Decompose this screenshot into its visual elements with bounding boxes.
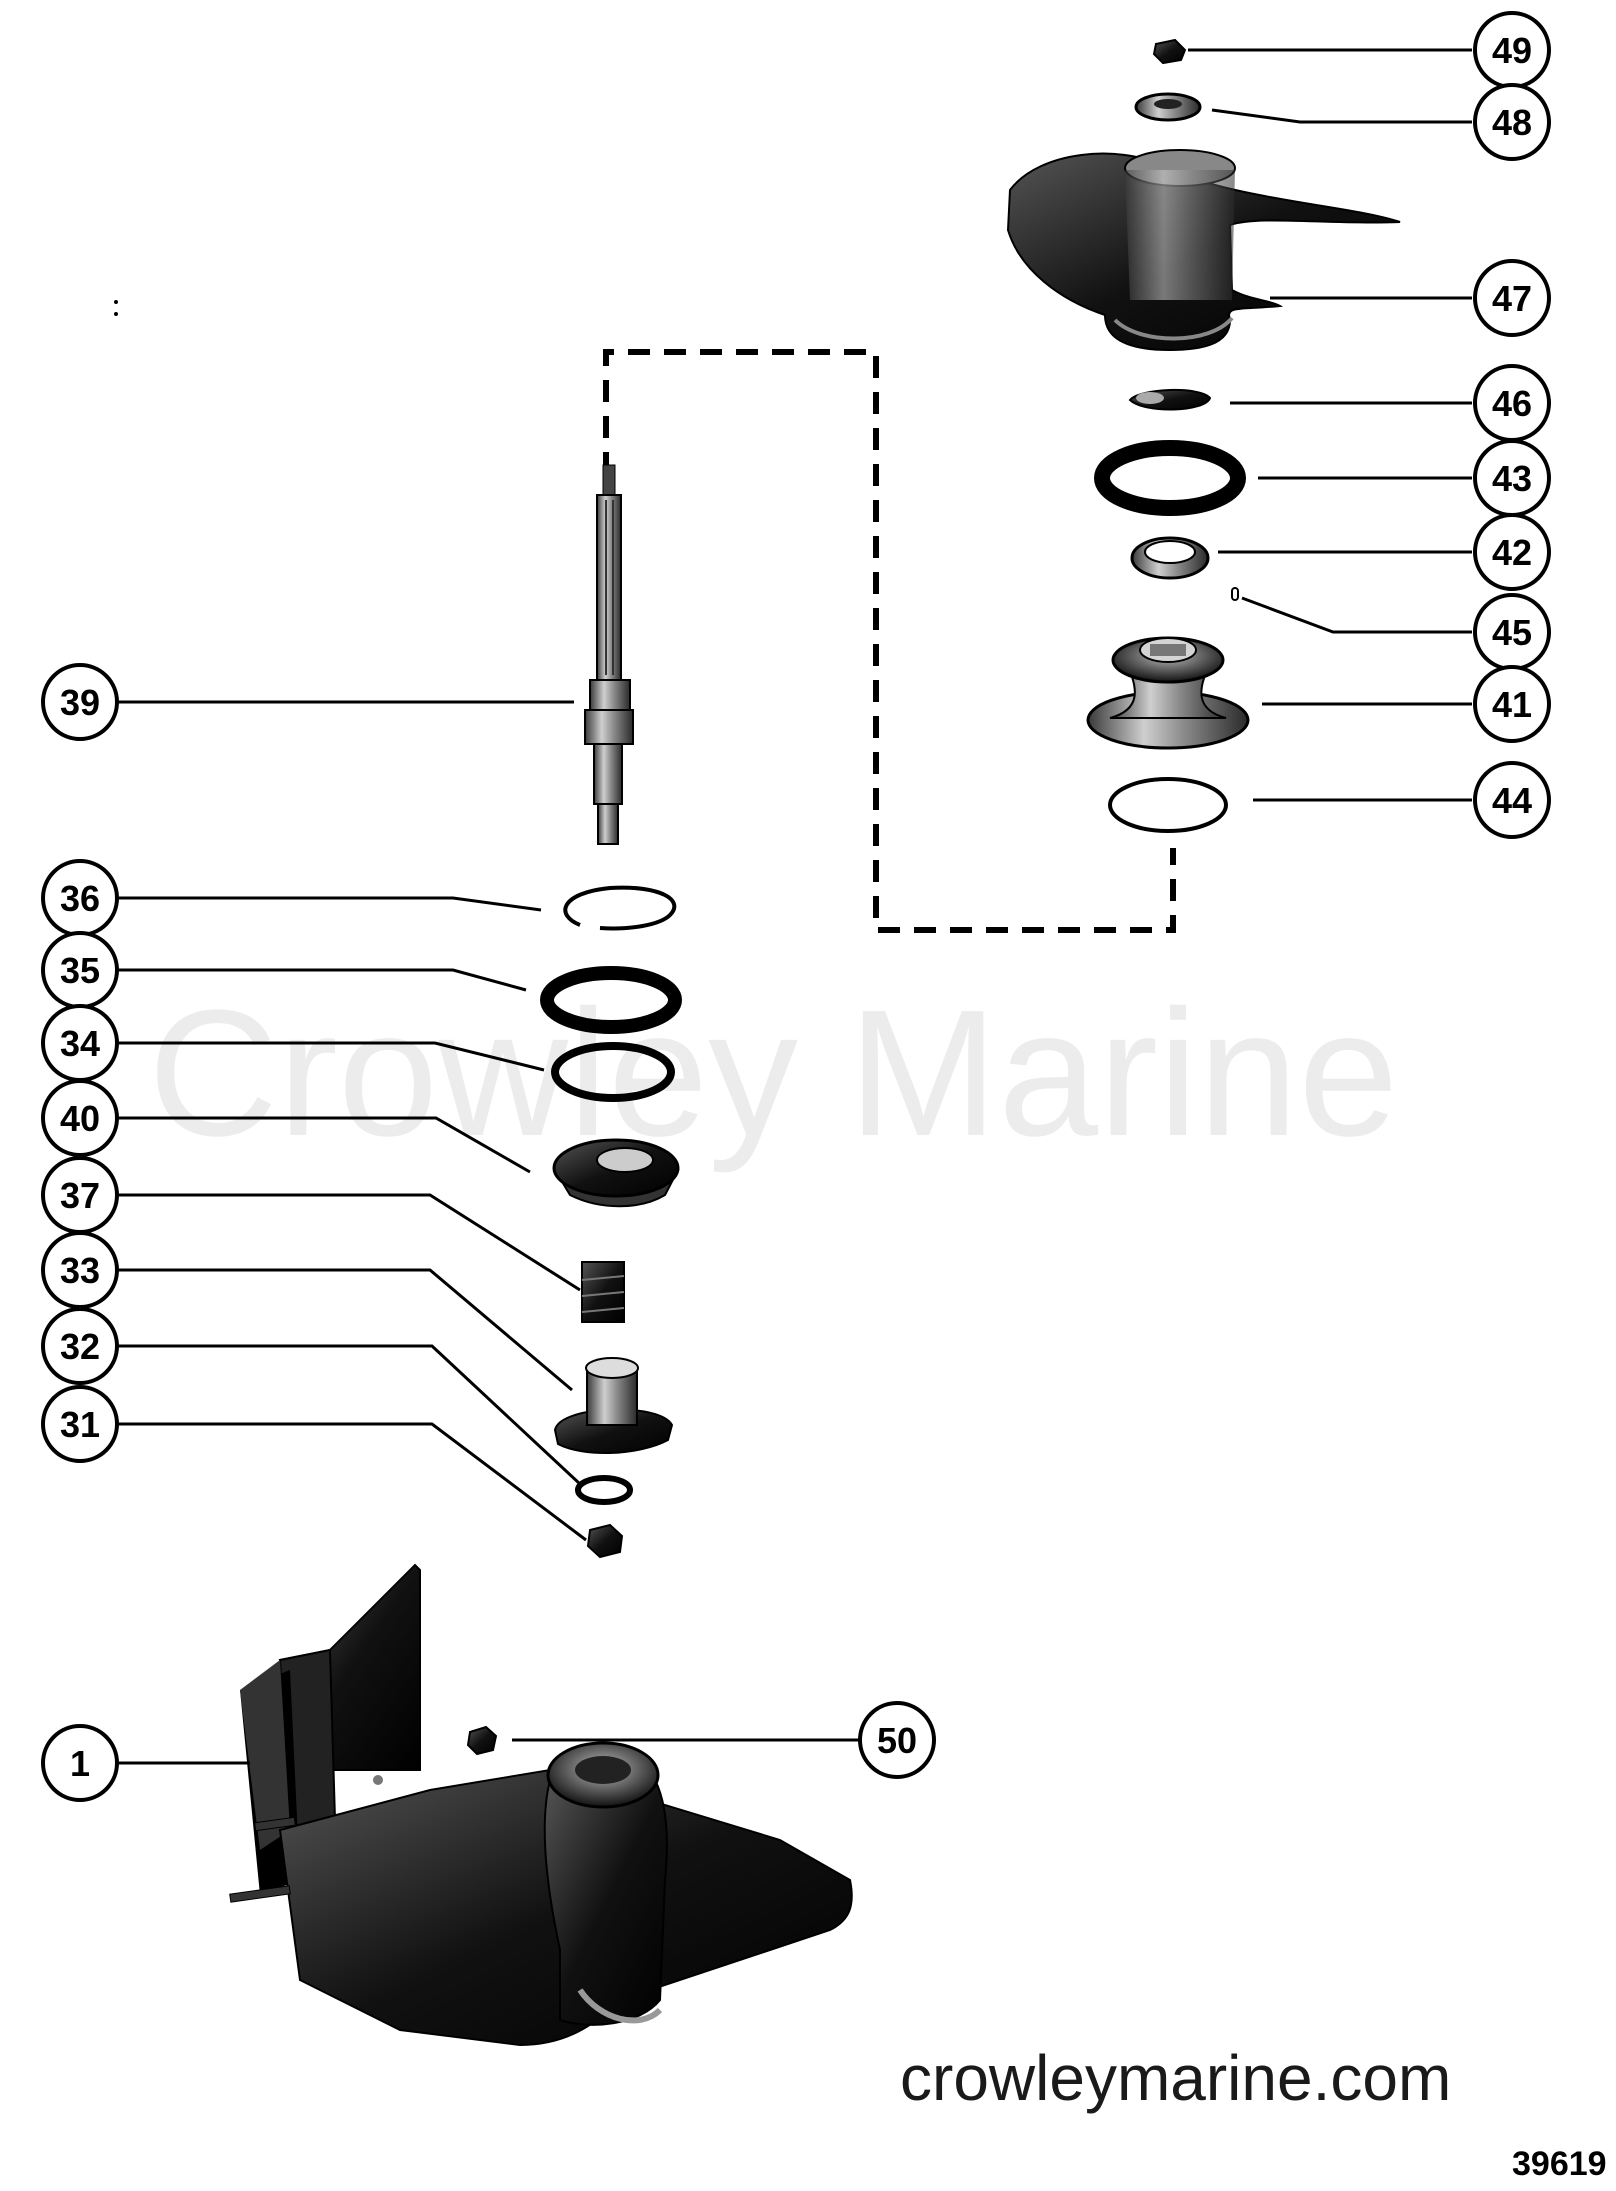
part-35-ring	[540, 966, 682, 1034]
callout-44: 44	[1473, 761, 1551, 839]
callout-31: 31	[41, 1385, 119, 1463]
callout-46: 46	[1473, 364, 1551, 442]
svg-text:50: 50	[877, 1720, 917, 1761]
callout-1: 1	[41, 1724, 119, 1802]
part-37-spring	[581, 1261, 625, 1323]
svg-text:43: 43	[1492, 458, 1532, 499]
svg-text:32: 32	[60, 1326, 100, 1367]
part-45-pin	[1231, 587, 1239, 601]
svg-text:44: 44	[1492, 780, 1532, 821]
svg-text:37: 37	[60, 1175, 100, 1216]
part-43-thrust-ring	[1094, 440, 1246, 516]
part-39-shaft	[584, 464, 634, 845]
part-46-key	[1128, 389, 1212, 411]
part-32-washer	[575, 1475, 633, 1505]
callout-48: 48	[1473, 83, 1551, 161]
svg-text:45: 45	[1492, 612, 1532, 653]
callout-33: 33	[41, 1231, 119, 1309]
svg-text:36: 36	[60, 878, 100, 919]
part-36-snap-ring	[563, 885, 677, 931]
stray-mark	[114, 300, 118, 304]
callout-45: 45	[1473, 593, 1551, 671]
svg-text:33: 33	[60, 1250, 100, 1291]
part-31-nut	[586, 1523, 624, 1559]
part-48-washer	[1134, 92, 1202, 122]
svg-text:42: 42	[1492, 532, 1532, 573]
svg-text:40: 40	[60, 1098, 100, 1139]
svg-text:41: 41	[1492, 684, 1532, 725]
callout-32: 32	[41, 1307, 119, 1385]
part-34-o-ring	[551, 1042, 675, 1102]
callout-42: 42	[1473, 513, 1551, 591]
part-47-propeller	[1006, 149, 1401, 352]
part-41-hub	[1086, 636, 1250, 750]
dashed-assembly-connector	[603, 349, 1176, 933]
svg-text:48: 48	[1492, 102, 1532, 143]
callout-37: 37	[41, 1156, 119, 1234]
svg-text:46: 46	[1492, 383, 1532, 424]
figure-number: 39619	[1512, 2145, 1607, 2183]
svg-text:1: 1	[70, 1743, 90, 1784]
svg-text:34: 34	[60, 1023, 100, 1064]
callout-49: 49	[1473, 11, 1551, 89]
leader-lines	[117, 48, 1472, 1765]
part-40-gear	[552, 1138, 680, 1208]
svg-text:49: 49	[1492, 30, 1532, 71]
callout-35: 35	[41, 931, 119, 1009]
part-44-o-ring	[1108, 777, 1228, 833]
callout-36: 36	[41, 859, 119, 937]
svg-text:31: 31	[60, 1404, 100, 1445]
callout-50: 50	[858, 1701, 936, 1779]
part-42-bushing	[1130, 536, 1210, 580]
callout-47: 47	[1473, 259, 1551, 337]
part-1-gear-housing	[229, 1563, 853, 2047]
callout-34: 34	[41, 1004, 119, 1082]
site-url-text: crowleymarine.com	[900, 2042, 1451, 2114]
callout-43: 43	[1473, 439, 1551, 517]
callout-41: 41	[1473, 665, 1551, 743]
svg-text:35: 35	[60, 950, 100, 991]
callout-40: 40	[41, 1079, 119, 1157]
part-33-pinion-gear	[553, 1357, 674, 1455]
svg-text:39: 39	[60, 682, 100, 723]
callout-39: 39	[41, 663, 119, 741]
part-49-nut	[1152, 38, 1187, 65]
watermark-text: Crowley Marine	[148, 973, 1398, 1174]
svg-text:47: 47	[1492, 278, 1532, 319]
part-50-plug	[466, 1725, 498, 1756]
stray-mark	[114, 312, 118, 316]
